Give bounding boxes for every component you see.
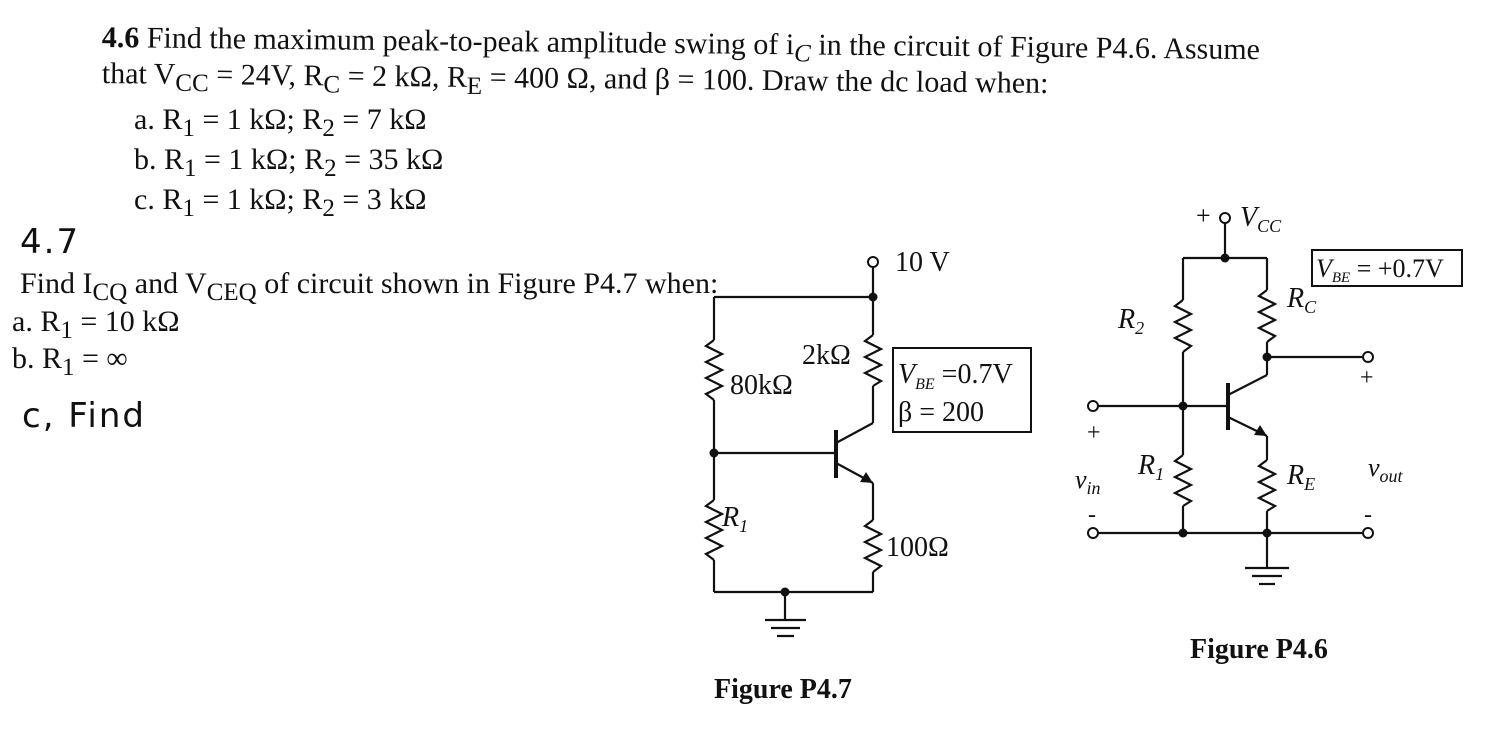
resistor-r1 [703, 499, 725, 561]
handwritten-problem-number: 4.7 [20, 222, 81, 262]
vcc-terminal [1219, 212, 1231, 224]
vin-label: vin [1075, 465, 1101, 498]
vout-ground-terminal [1362, 527, 1374, 539]
re-label: RE [1286, 460, 1315, 494]
problem-4-7-item-a: a. R1 = 10 kΩ [12, 305, 180, 345]
parameter-box [892, 347, 1032, 433]
resistor-re [862, 519, 884, 573]
rc-label: RC [1286, 283, 1317, 317]
resistor-r2 [1172, 299, 1194, 353]
supply-label: 10 V [895, 247, 950, 278]
r2-label: R2 [1117, 304, 1144, 338]
figure-p4-7-caption: Figure P4.7 [714, 674, 852, 705]
rc-label: 2kΩ [802, 340, 851, 371]
box-beta: β = 200 [898, 397, 984, 428]
box-vbe: VBE =0.7V [898, 359, 1013, 393]
figure-p4-6-caption: Figure P4.6 [1190, 634, 1328, 665]
box-vbe: VBE = +0.7V [1316, 254, 1444, 286]
vin-plus: + [1087, 420, 1101, 446]
resistor-re [1256, 459, 1278, 512]
problem-4-7-item-b: b. R1 = ∞ [12, 342, 128, 382]
problem-4-6-item-a: a. R1 = 1 kΩ; R2 = 7 kΩ [134, 103, 427, 143]
re-label: 100Ω [886, 532, 949, 563]
ground-icon [1245, 566, 1289, 586]
vin-ground-terminal [1087, 527, 1099, 539]
problem-4-7-line1: Find ICQ and VCEQ of circuit shown in Fi… [20, 267, 719, 307]
vcc-label: VCC [1240, 202, 1282, 236]
vin-terminal [1087, 400, 1099, 412]
r1-label: R1 [721, 502, 748, 536]
ground-icon [765, 618, 806, 638]
problem-4-6-item-c: c. R1 = 1 kΩ; R2 = 3 kΩ [134, 183, 427, 223]
r-top-label: 80kΩ [730, 370, 793, 401]
resistor-rc [862, 334, 884, 387]
resistor-rc [1256, 289, 1278, 343]
resistor-r1 [1172, 454, 1194, 507]
vcc-plus: + [1196, 201, 1211, 230]
vout-plus: + [1360, 365, 1374, 391]
vout-minus: - [1364, 502, 1372, 528]
vout-terminal [1362, 351, 1374, 363]
handwritten-item-c: c, Find [22, 396, 146, 436]
parameter-box [1311, 249, 1463, 287]
resistor-80k [703, 339, 725, 401]
vout-label: vout [1368, 453, 1404, 486]
problem-4-6-item-b: b. R1 = 1 kΩ; R2 = 35 kΩ [134, 143, 444, 183]
r1-label: R1 [1137, 450, 1164, 484]
vin-minus: - [1088, 502, 1096, 528]
